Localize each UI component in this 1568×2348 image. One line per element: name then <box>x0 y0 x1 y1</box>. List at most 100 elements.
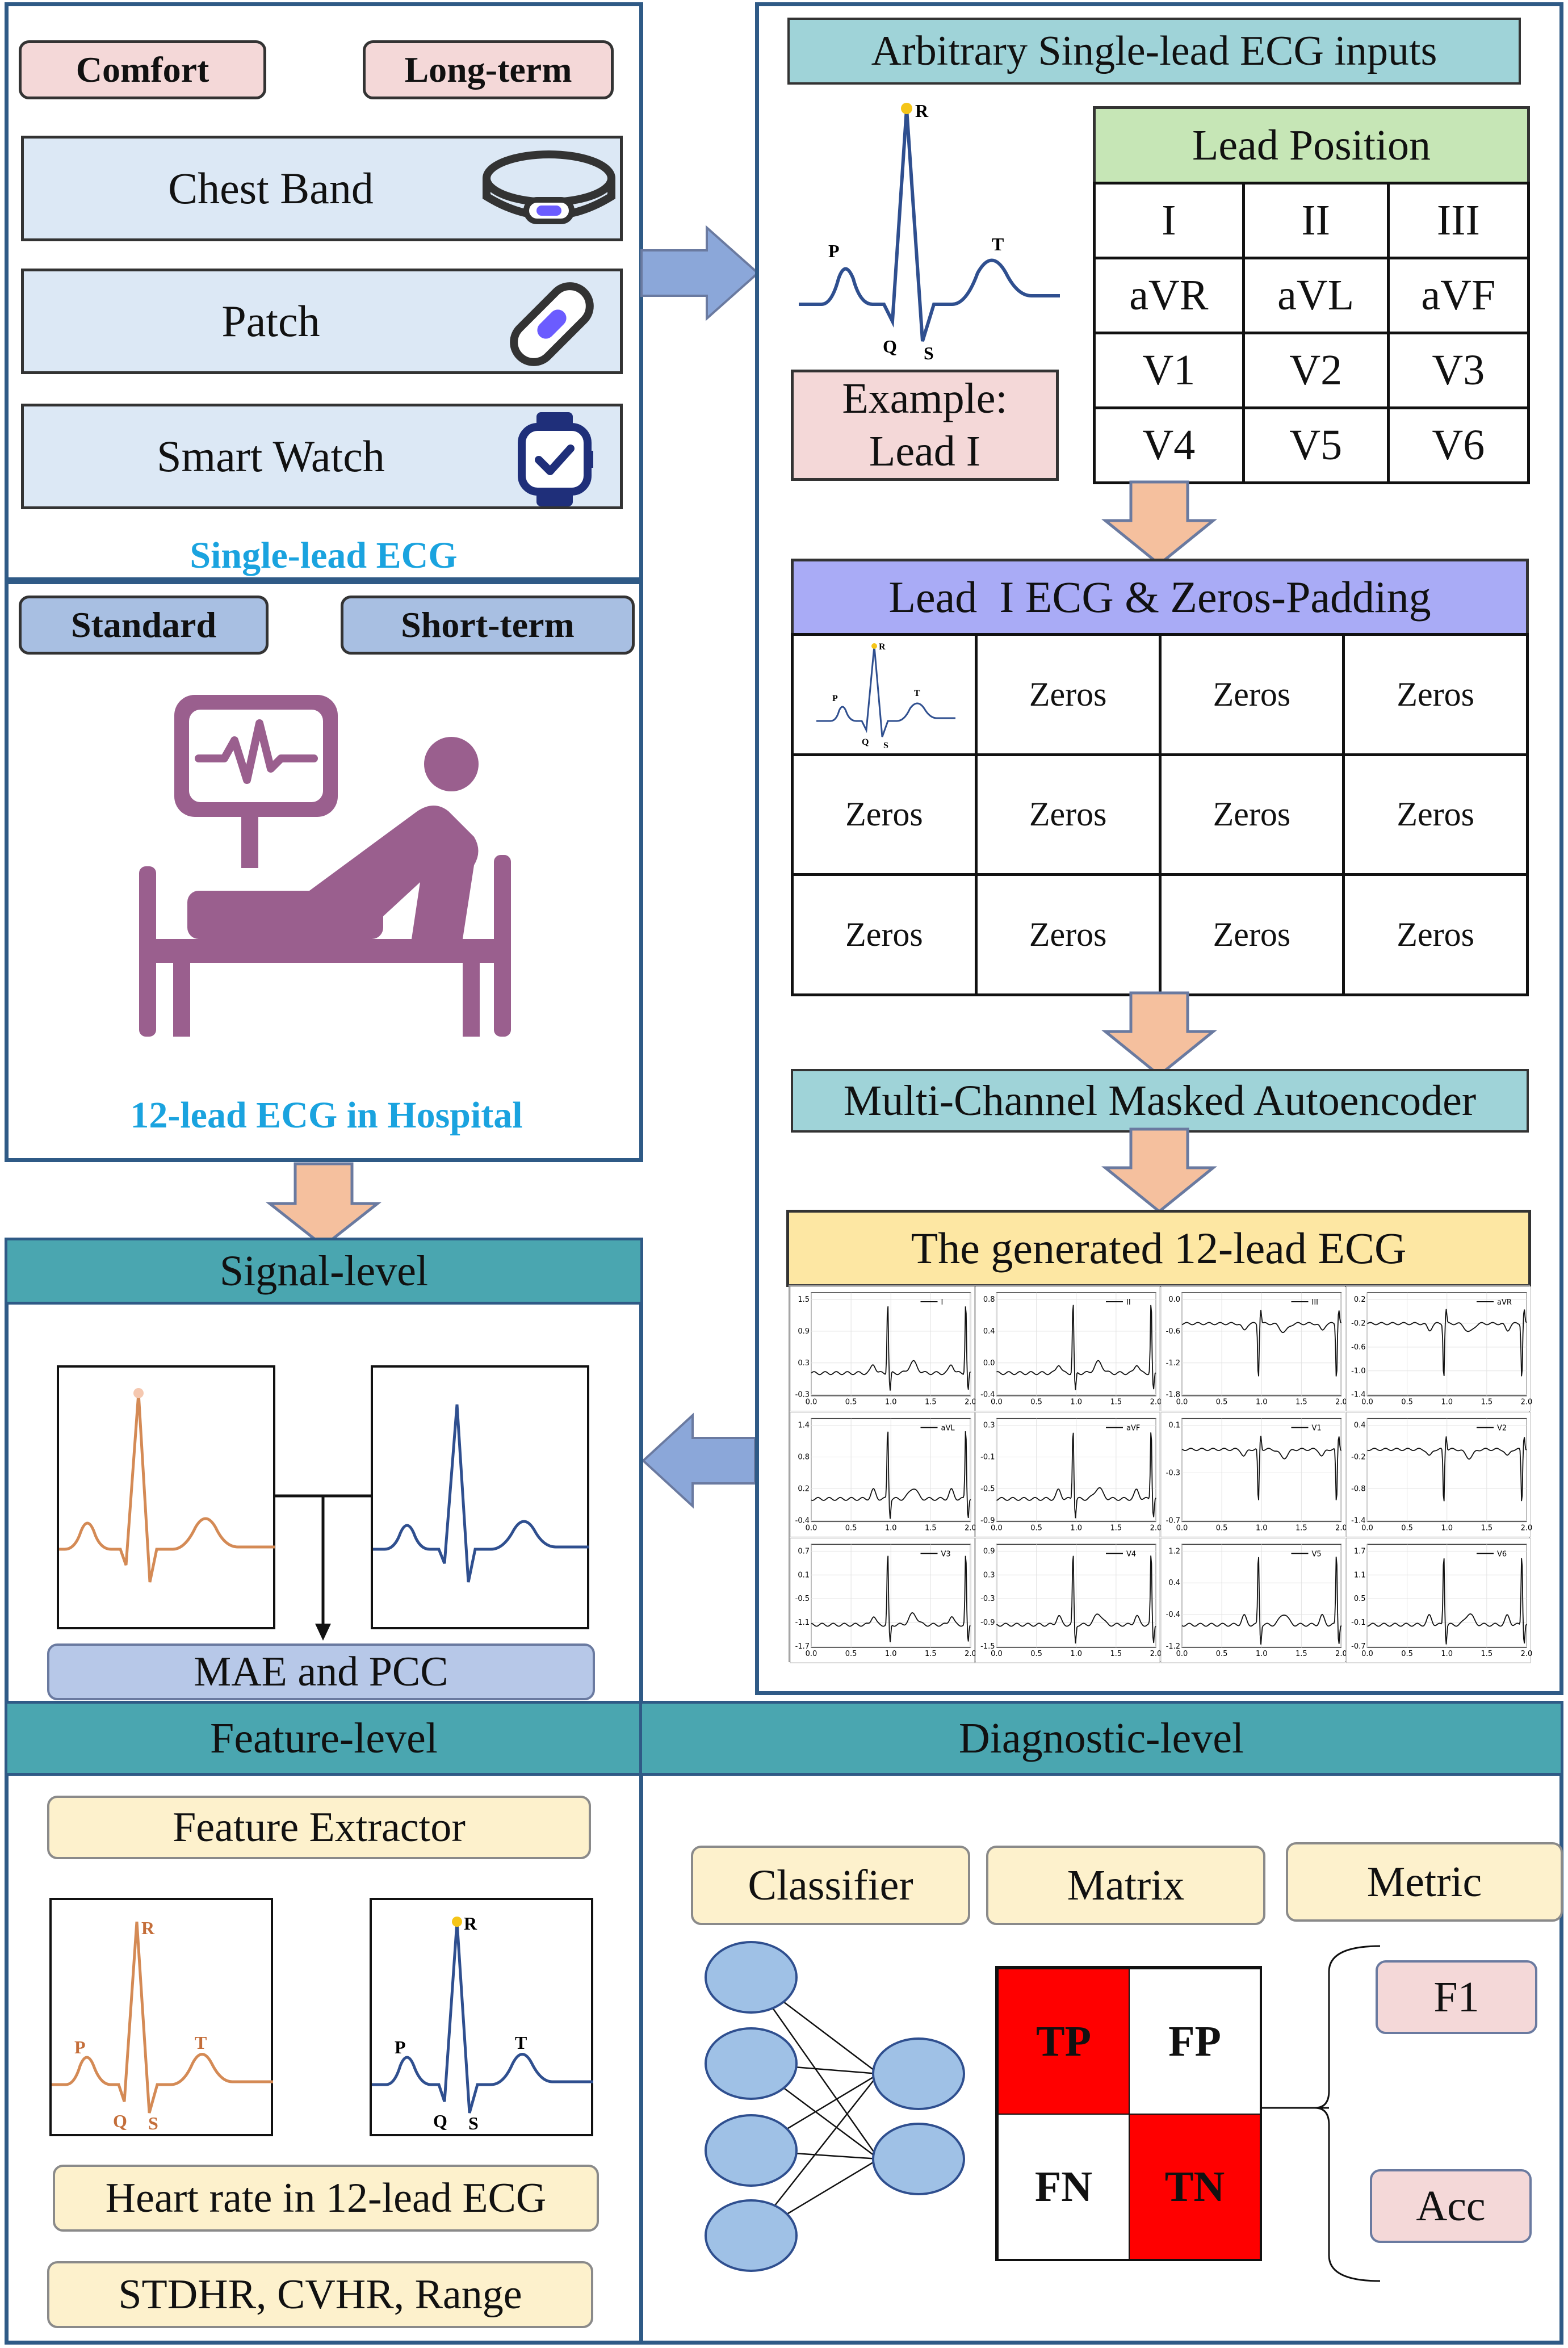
lead-cell: III <box>1386 182 1531 259</box>
matrix-cell-tp: TP <box>997 1968 1130 2115</box>
device-label: Patch <box>221 296 320 346</box>
feature-label-r: R <box>464 1913 477 1934</box>
x-tick-label: 1.5 <box>1296 1650 1307 1658</box>
x-tick-label: 2.0 <box>1335 1524 1347 1532</box>
x-tick-label: 0.0 <box>1176 1650 1188 1658</box>
x-tick-label: 1.0 <box>1256 1650 1268 1658</box>
x-tick-label: 1.0 <box>1441 1650 1453 1658</box>
feature-title: Feature-level <box>5 1701 643 1776</box>
x-tick-label: 0.0 <box>1176 1524 1188 1532</box>
device-patch: Patch <box>21 269 623 374</box>
zero-padding-table: R P T Q S Zeros Zeros Zeros Zeros Zeros … <box>791 633 1529 996</box>
lead-i-thumb-wave: R P T Q S <box>816 642 955 750</box>
ecg-trace <box>1367 1558 1527 1645</box>
feature-heart-rate: Heart rate in 12-lead ECG <box>53 2165 599 2232</box>
legend-label: V2 <box>1497 1424 1507 1433</box>
y-tick-label: -0.4 <box>980 1391 995 1399</box>
model-title: Multi-Channel Masked Autoencoder <box>791 1069 1529 1133</box>
y-tick-label: -0.2 <box>1351 1319 1365 1328</box>
confusion-matrix: TP FP FN TN <box>995 1966 1262 2261</box>
zeros-cell: Zeros <box>791 873 978 996</box>
wave-label-q: Q <box>883 336 897 357</box>
feature-label-p: P <box>74 2037 86 2057</box>
x-tick-label: 2.0 <box>1335 1650 1347 1658</box>
x-tick-label: 2.0 <box>965 1398 976 1407</box>
legend-label: aVR <box>1497 1298 1512 1307</box>
zeros-cell: Zeros <box>791 753 978 877</box>
x-tick-label: 0.5 <box>1216 1524 1228 1532</box>
legend-label: V3 <box>941 1550 951 1558</box>
neural-network-icon <box>705 1941 965 2272</box>
lead-i-thumb-cell: R P T Q S <box>791 633 978 756</box>
x-tick-label: 0.0 <box>806 1650 817 1658</box>
legend-label: II <box>1126 1298 1131 1307</box>
lead-cell: V4 <box>1093 406 1245 484</box>
lead-position-title: Lead Position <box>1093 106 1530 185</box>
metric-f1: F1 <box>1376 1960 1537 2034</box>
x-tick-label: 1.0 <box>1441 1524 1453 1532</box>
y-tick-label: 0.0 <box>983 1359 995 1368</box>
x-tick-label: 1.5 <box>925 1398 937 1407</box>
tag-comfort: Comfort <box>19 40 266 99</box>
y-tick-label: -0.9 <box>980 1516 995 1525</box>
y-tick-label: 0.2 <box>1354 1295 1366 1304</box>
feature-stats: STDHR, CVHR, Range <box>47 2261 593 2328</box>
x-tick-label: 0.5 <box>1401 1650 1413 1658</box>
zeros-cell: Zeros <box>1158 753 1345 877</box>
subplot-border <box>1346 1286 1531 1412</box>
orange-feature-wave: R P T Q S <box>52 1918 273 2133</box>
x-tick-label: 1.0 <box>1256 1524 1268 1532</box>
wave-label-s: S <box>924 343 934 363</box>
ecg-trace <box>996 1305 1156 1390</box>
y-tick-label: 0.1 <box>1168 1422 1180 1430</box>
generated-title: The generated 12-lead ECG <box>786 1210 1531 1287</box>
y-tick-label: 0.7 <box>798 1547 810 1555</box>
x-tick-label: 1.5 <box>925 1650 937 1658</box>
ecg-trace <box>811 1306 971 1391</box>
y-tick-label: -1.7 <box>795 1642 810 1651</box>
legend-label: V4 <box>1126 1550 1136 1558</box>
feature-panel: Feature-level Feature Extractor R P T Q … <box>5 1701 643 2345</box>
legend-label: aVF <box>1126 1424 1140 1433</box>
lead-cell: V2 <box>1242 332 1390 409</box>
x-tick-label: 0.0 <box>806 1524 817 1532</box>
subplot-border <box>975 1286 1160 1412</box>
arrow-right-to-inputs <box>640 225 760 321</box>
patch-icon <box>510 282 594 366</box>
y-tick-label: 0.8 <box>983 1295 995 1304</box>
y-tick-label: 1.1 <box>1354 1571 1366 1579</box>
y-tick-label: -0.4 <box>795 1516 810 1525</box>
y-tick-label: 1.7 <box>1354 1547 1366 1555</box>
x-tick-label: 1.5 <box>925 1524 937 1532</box>
legend-label: I <box>941 1298 944 1307</box>
lead-cell: aVR <box>1093 257 1245 334</box>
y-tick-label: 0.9 <box>798 1327 810 1336</box>
lead-cell: V6 <box>1386 406 1531 484</box>
thumb-label-r: R <box>879 642 886 652</box>
feature-label-s: S <box>468 2113 479 2133</box>
y-tick-label: 0.4 <box>1168 1579 1180 1587</box>
blue-ecg-wave <box>373 1404 589 1583</box>
x-tick-label: 1.0 <box>1441 1398 1453 1407</box>
ecg-trace <box>996 1555 1156 1643</box>
x-tick-label: 1.0 <box>1070 1398 1082 1407</box>
padding-title: Lead I ECG & Zeros-Padding <box>791 559 1529 636</box>
x-tick-label: 0.0 <box>806 1398 817 1407</box>
subplot-border <box>790 1412 975 1537</box>
y-tick-label: -0.1 <box>980 1453 995 1462</box>
feature-label-q: Q <box>113 2111 127 2131</box>
metric-brace <box>1261 1945 1381 2282</box>
example-lead-box: Example: Lead I <box>791 370 1059 481</box>
feature-label-t: T <box>195 2032 207 2053</box>
hospital-caption: 12-lead ECG in Hospital <box>130 1095 523 1136</box>
y-tick-label: -1.5 <box>980 1642 995 1651</box>
matrix-label: Matrix <box>986 1846 1265 1925</box>
feature-extractor: Feature Extractor <box>47 1796 591 1859</box>
chest-band-icon <box>483 150 615 224</box>
orange-ecg-wave <box>59 1388 275 1583</box>
subplot-border <box>975 1537 1160 1663</box>
tag-standard: Standard <box>19 596 269 655</box>
y-tick-label: -1.1 <box>795 1619 810 1627</box>
matrix-cell-fn: FN <box>997 2114 1130 2260</box>
